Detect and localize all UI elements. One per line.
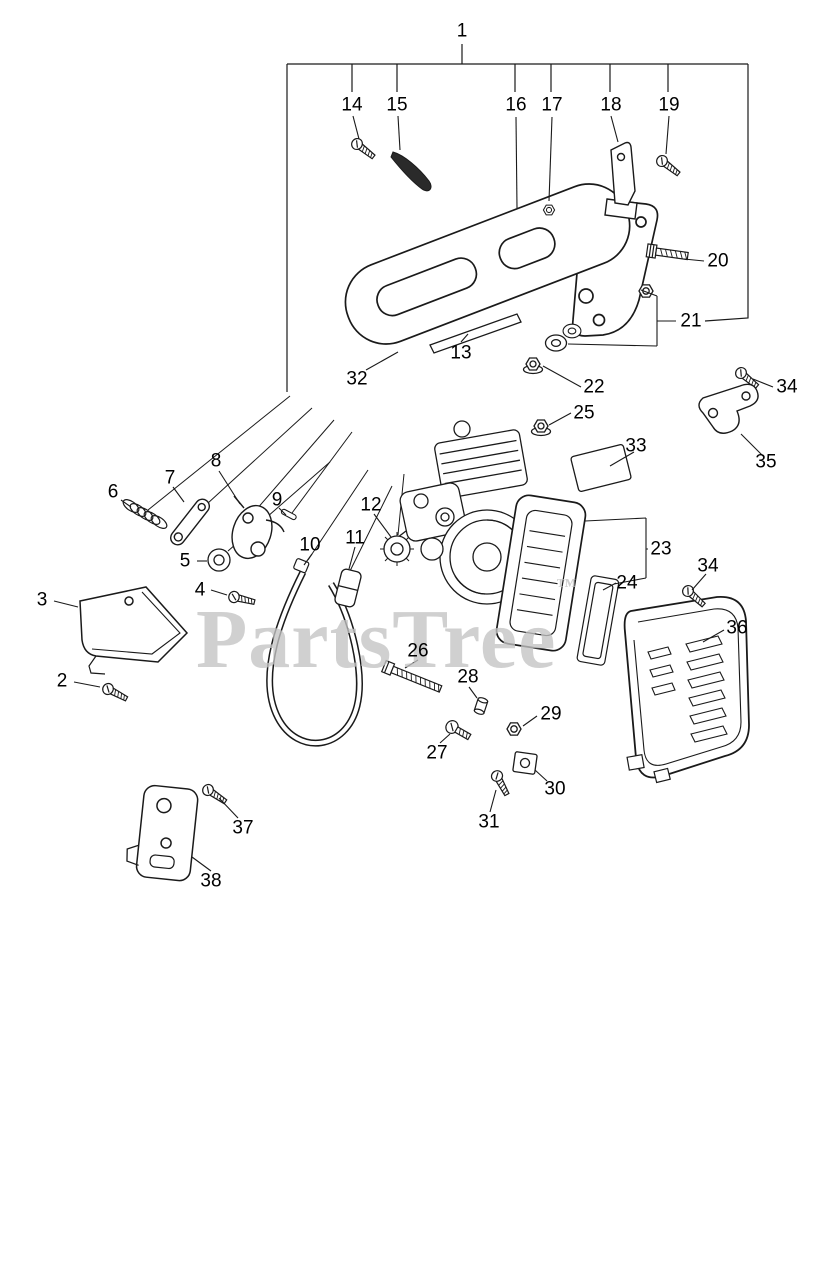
spring (122, 499, 168, 529)
callout-22: 22 (583, 376, 605, 398)
callout-17: 17 (541, 94, 563, 116)
callout-35: 35 (755, 451, 777, 473)
throttle-cable (266, 558, 363, 747)
callout-1: 1 (456, 20, 468, 42)
callout-32: 32 (346, 368, 368, 390)
callout-20: 20 (707, 250, 729, 272)
callout-14: 14 (341, 94, 363, 116)
callout-25: 25 (573, 402, 595, 424)
callout-15: 15 (386, 94, 408, 116)
callout-leader-lines (53, 115, 774, 872)
callout-26: 26 (407, 640, 429, 662)
link-lever (169, 498, 211, 546)
fan-leader-lines (147, 395, 405, 572)
guide-plate (126, 784, 199, 882)
callout-13: 13 (450, 342, 472, 364)
callout-36: 36 (726, 617, 748, 639)
callout-37: 37 (232, 817, 254, 839)
label-plate (570, 443, 632, 493)
callout-16: 16 (505, 94, 527, 116)
callout-8: 8 (210, 450, 222, 472)
bottom-fasteners (380, 659, 538, 798)
callout-5: 5 (179, 550, 191, 572)
callout-38: 38 (200, 870, 222, 892)
callout-31: 31 (478, 811, 500, 833)
callout-30: 30 (544, 778, 566, 800)
inner-cover (495, 494, 587, 652)
callout-21: 21 (680, 310, 702, 332)
callout-11: 11 (345, 527, 365, 549)
handle-assembly (344, 183, 659, 345)
callout-27: 27 (426, 742, 448, 764)
callout-9: 9 (271, 489, 283, 511)
outer-cover (623, 596, 750, 784)
watermark-text: PartsTree (196, 593, 557, 686)
callout-24: 24 (616, 572, 638, 594)
callout-34: 34 (776, 376, 798, 398)
callout-28: 28 (457, 666, 479, 688)
cam-plate (231, 495, 285, 560)
grommet (380, 532, 414, 566)
corner-bracket (698, 383, 759, 434)
throttle-rod (390, 151, 432, 192)
callout-12: 12 (360, 494, 382, 516)
callout-7: 7 (164, 467, 176, 489)
rubber-block (334, 568, 362, 608)
callout-29: 29 (540, 703, 562, 725)
gasket (576, 575, 620, 666)
callout-23: 23 (650, 538, 672, 560)
callout-4: 4 (194, 579, 206, 601)
watermark-tm-icon: ™ (556, 575, 577, 597)
callout-19: 19 (658, 94, 680, 116)
lever-part (604, 141, 638, 220)
group-bracket (286, 44, 749, 392)
callout-2: 2 (56, 670, 68, 692)
callout-33: 33 (625, 435, 647, 457)
callout-6: 6 (107, 481, 119, 503)
bracket-plate (79, 586, 189, 675)
spacer-strip (429, 313, 522, 354)
callout-3: 3 (36, 589, 48, 611)
watermark: PartsTree™ (196, 576, 576, 682)
callout-18: 18 (600, 94, 622, 116)
callout-10: 10 (299, 534, 321, 556)
bushing (207, 548, 231, 572)
callout-34: 34 (697, 555, 719, 577)
